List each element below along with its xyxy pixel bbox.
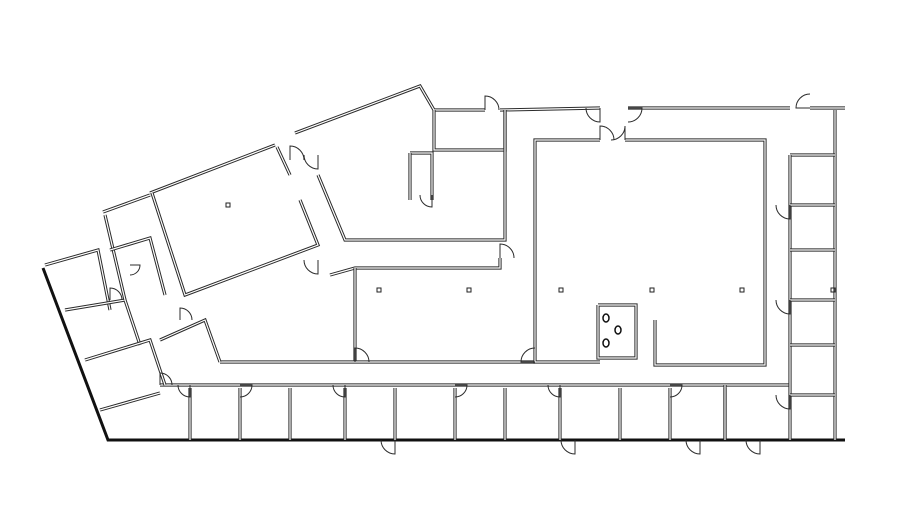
restroom-fixtures: [602, 313, 622, 348]
door-2: [599, 125, 615, 141]
wall-west-vert-inner: [104, 214, 126, 301]
wall-restroom: [596, 303, 638, 360]
door-8: [520, 347, 536, 363]
door-13: [547, 384, 561, 398]
door-12: [454, 384, 468, 398]
wall-closet-inner: [410, 152, 433, 200]
door-23: [109, 287, 123, 301]
door-27: [289, 145, 305, 161]
ceiling-marker-5: [739, 287, 745, 293]
ceiling-marker-6: [830, 287, 836, 293]
ceiling-marker-4: [649, 287, 655, 293]
wall-west-2-inner: [84, 339, 166, 386]
ceiling-marker-3: [558, 287, 564, 293]
door-5: [795, 93, 811, 109]
wall-west-3-inner: [99, 392, 161, 411]
wall-west-1: [64, 298, 142, 346]
wall-angled-room-inner: [151, 192, 319, 296]
wall-angled-room-right-inner: [276, 146, 291, 176]
wall-restroom-inner: [597, 304, 637, 359]
wall-corridor-north-inner: [317, 110, 506, 241]
door-0: [585, 107, 601, 123]
ceiling-marker-1: [376, 287, 382, 293]
wall-nw-room-a-inner: [44, 249, 111, 311]
wall-storage-inner: [433, 110, 506, 151]
door-19: [775, 204, 791, 220]
wall-central-left: [533, 138, 600, 268]
toilet-fixture-2: [614, 325, 622, 335]
door-17: [685, 439, 701, 455]
wall-central-left-inner: [534, 139, 600, 268]
door-10: [239, 384, 253, 398]
door-11: [332, 384, 346, 398]
door-22: [159, 372, 173, 386]
door-3: [610, 125, 626, 141]
door-1: [627, 107, 643, 123]
door-28: [303, 154, 319, 170]
wall-west-4-inner: [109, 237, 166, 296]
door-4: [484, 95, 500, 111]
door-26: [303, 259, 319, 275]
wall-corridor-south-inner: [329, 258, 501, 276]
door-7: [354, 347, 370, 363]
wall-north-1-inner: [499, 107, 601, 111]
wall-central-right-inner: [625, 139, 766, 366]
door-15: [380, 439, 396, 455]
ceiling-marker-0: [225, 202, 231, 208]
door-18: [745, 439, 761, 455]
wall-nw-top-inner: [102, 194, 151, 213]
exterior-wall-south-west: [41, 267, 845, 442]
door-21: [775, 394, 791, 410]
door-29: [419, 194, 433, 208]
doors: [109, 93, 811, 455]
wall-central-lower-inner: [534, 268, 600, 363]
door-24: [129, 264, 141, 276]
wall-angled-room: [150, 192, 321, 298]
toilet-fixture-1: [602, 338, 610, 348]
wall-angled-room-top-inner: [149, 144, 276, 194]
door-25: [179, 307, 193, 321]
ceiling-markers: [225, 202, 836, 293]
wall-central-right: [625, 138, 767, 367]
wall-north-angled-inner: [294, 85, 485, 134]
wall-storage: [432, 110, 507, 152]
wall-west-2: [84, 338, 167, 386]
wall-closet: [410, 151, 434, 200]
door-16: [560, 439, 576, 455]
wall-sw-room-inner: [159, 319, 221, 363]
walls: [41, 84, 845, 442]
wall-central-lower: [533, 268, 600, 364]
toilet-fixture-0: [602, 313, 610, 323]
door-20: [775, 299, 791, 315]
door-14: [669, 384, 683, 398]
ceiling-marker-2: [466, 287, 472, 293]
door-9: [177, 384, 191, 398]
door-6: [499, 243, 515, 259]
